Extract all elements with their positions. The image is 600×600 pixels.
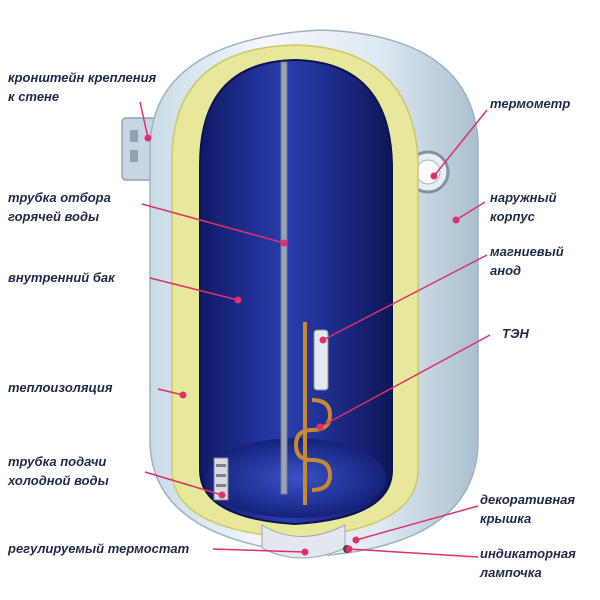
label-hot-pipe: трубка отбора горячей воды [8,188,111,226]
label-insulation: теплоизоляция [8,378,113,397]
label-lamp: индикаторная лампочка [480,544,576,582]
label-outer-body-line2: корпус [490,207,557,226]
label-outer-body-line1: наружный [490,188,557,207]
hot-water-pipe [281,62,287,494]
label-insulation-line1: теплоизоляция [8,378,113,397]
label-anode-line1: магниевый [490,242,564,261]
label-heater: ТЭН [502,324,529,343]
label-thermostat-line1: регулируемый термостат [8,539,189,558]
label-cold-pipe-line1: трубка подачи [8,452,109,471]
label-cold-pipe-line2: холодной воды [8,471,109,490]
label-heater-line1: ТЭН [502,324,529,343]
label-bracket-line1: кронштейн крепления [8,68,156,87]
label-thermometer-line1: термометр [490,94,570,113]
label-outer-body: наружный корпус [490,188,557,226]
label-thermostat: регулируемый термостат [8,539,189,558]
label-cold-pipe: трубка подачи холодной воды [8,452,109,490]
label-hot-pipe-line2: горячей воды [8,207,111,226]
label-thermometer: термометр [490,94,570,113]
label-anode-line2: анод [490,261,564,280]
label-bracket-line2: к стене [8,87,156,106]
label-lamp-line2: лампочка [480,563,576,582]
label-cover-line2: крышка [480,509,575,528]
label-cover-line1: декоративная [480,490,575,509]
label-lamp-line1: индикаторная [480,544,576,563]
label-cover: декоративная крышка [480,490,575,528]
label-inner-tank: внутренний бак [8,268,115,287]
label-hot-pipe-line1: трубка отбора [8,188,111,207]
leader-lamp [349,549,478,557]
label-inner-tank-line1: внутренний бак [8,268,115,287]
label-anode: магниевый анод [490,242,564,280]
label-bracket: кронштейн крепления к стене [8,68,156,106]
